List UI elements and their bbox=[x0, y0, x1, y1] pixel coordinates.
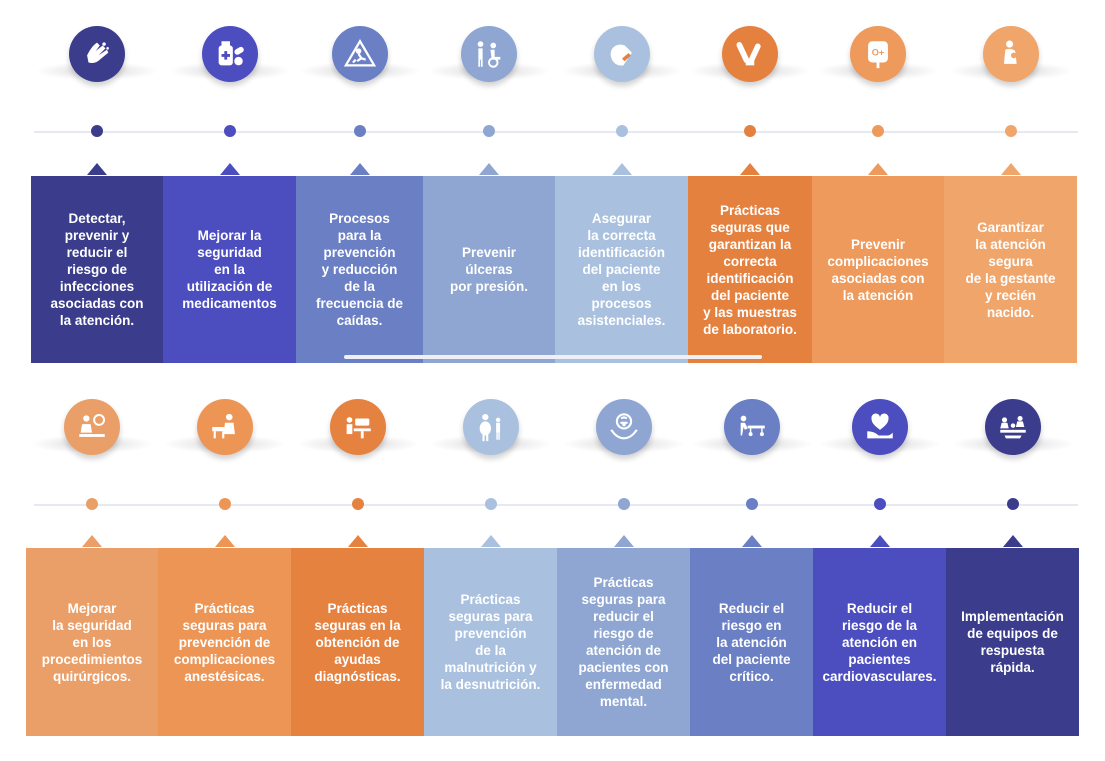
timeline-dot bbox=[91, 125, 103, 137]
top-row: Detectar, prevenir y reducir el riesgo d… bbox=[0, 0, 1105, 380]
timeline-dot bbox=[1006, 498, 1019, 510]
timeline-dot bbox=[223, 125, 236, 137]
timeline-line-bottom bbox=[34, 504, 1078, 506]
icon-badge bbox=[950, 26, 1071, 82]
horizontal-scrollbar[interactable] bbox=[344, 355, 762, 359]
goal-card: Prácticas seguras para prevención de la … bbox=[424, 548, 557, 736]
critical-care-stretcher-icon bbox=[723, 399, 780, 455]
icon-badge bbox=[37, 26, 157, 82]
icon-badge: O+ bbox=[818, 26, 938, 82]
goal-card: Prácticas seguras en la obtención de ayu… bbox=[291, 548, 424, 736]
icon-badge bbox=[563, 399, 684, 455]
pointer-arrow bbox=[479, 163, 499, 175]
goal-card: Prácticas seguras que garantizan la corr… bbox=[688, 176, 812, 363]
goal-card: Asegurar la correcta identificación del … bbox=[555, 176, 688, 363]
timeline-dot bbox=[617, 498, 630, 510]
icon-badge bbox=[819, 399, 940, 455]
goal-card: Prácticas seguras para prevención de com… bbox=[158, 548, 291, 736]
timeline-dot bbox=[353, 125, 366, 137]
rapid-response-team-icon bbox=[984, 399, 1041, 455]
timeline-dot bbox=[873, 498, 886, 510]
diagnostic-equipment-icon bbox=[329, 399, 386, 455]
icon-badge bbox=[561, 26, 682, 82]
pointer-arrow bbox=[214, 535, 235, 547]
hands-washing-icon bbox=[69, 26, 125, 82]
pointer-arrow bbox=[219, 163, 240, 175]
pointer-arrow bbox=[349, 163, 370, 175]
timeline-line-top bbox=[34, 131, 1078, 133]
pointer-arrow bbox=[480, 535, 501, 547]
patient-id-bracelet-icon bbox=[593, 26, 650, 82]
surgery-icon bbox=[64, 399, 120, 455]
bottom-row: Mejorar la seguridad en los procedimient… bbox=[0, 380, 1105, 761]
timeline-dot bbox=[484, 498, 497, 510]
timeline-dot bbox=[744, 125, 756, 137]
pointer-arrow bbox=[869, 535, 890, 547]
icon-badge bbox=[952, 399, 1073, 455]
goal-card: Detectar, prevenir y reducir el riesgo d… bbox=[31, 176, 163, 363]
wheelchair-patients-icon bbox=[461, 26, 517, 82]
icon-badge bbox=[169, 26, 290, 82]
goal-card: Procesos para la prevención y reducción … bbox=[296, 176, 423, 363]
goal-card: Garantizar la atención segura de la gest… bbox=[944, 176, 1077, 363]
goal-card: Reducir el riesgo en la atención del pac… bbox=[690, 548, 813, 736]
timeline-dot bbox=[615, 125, 628, 137]
pointer-arrow bbox=[740, 163, 760, 175]
timeline-dot bbox=[745, 498, 758, 510]
goal-card: Prácticas seguras para reducir el riesgo… bbox=[557, 548, 690, 736]
icon-badge bbox=[429, 26, 549, 82]
blood-bag-icon: O+ bbox=[850, 26, 906, 82]
timeline-dot bbox=[218, 498, 231, 510]
goal-card: Implementación de equipos de respuesta r… bbox=[946, 548, 1079, 736]
timeline-dot bbox=[1004, 125, 1017, 137]
pointer-arrow bbox=[613, 535, 634, 547]
icon-badge bbox=[299, 26, 420, 82]
icon-badge bbox=[32, 399, 152, 455]
fall-warning-icon bbox=[331, 26, 388, 82]
pointer-arrow bbox=[87, 163, 107, 175]
mental-health-icon bbox=[595, 399, 652, 455]
icon-badge bbox=[690, 26, 810, 82]
pointer-arrow bbox=[1002, 535, 1023, 547]
pointer-arrow bbox=[1000, 163, 1021, 175]
timeline-dot bbox=[483, 125, 495, 137]
goal-card: Prevenir úlceras por presión. bbox=[423, 176, 555, 363]
pointer-arrow bbox=[611, 163, 632, 175]
nutrition-people-icon bbox=[462, 399, 519, 455]
timeline-dot bbox=[86, 498, 98, 510]
icon-badge bbox=[430, 399, 551, 455]
pointer-arrow bbox=[82, 535, 102, 547]
timeline-dot bbox=[872, 125, 884, 137]
lab-sample-icon bbox=[722, 26, 778, 82]
medication-icon bbox=[201, 26, 258, 82]
icon-badge bbox=[691, 399, 812, 455]
goal-card: Prevenir complicaciones asociadas con la… bbox=[812, 176, 944, 363]
mother-baby-icon bbox=[982, 26, 1039, 82]
pointer-arrow bbox=[868, 163, 888, 175]
goal-card: Reducir el riesgo de la atención en paci… bbox=[813, 548, 946, 736]
goal-card: Mejorar la seguridad en la utilización d… bbox=[163, 176, 296, 363]
heart-hand-icon bbox=[851, 399, 908, 455]
pointer-arrow bbox=[347, 535, 368, 547]
icon-badge bbox=[297, 399, 418, 455]
goal-card: Mejorar la seguridad en los procedimient… bbox=[26, 548, 158, 736]
icon-badge bbox=[164, 399, 285, 455]
anesthesia-icon bbox=[196, 399, 253, 455]
pointer-arrow bbox=[741, 535, 762, 547]
timeline-dot bbox=[351, 498, 364, 510]
svg-text:O+: O+ bbox=[872, 47, 885, 57]
